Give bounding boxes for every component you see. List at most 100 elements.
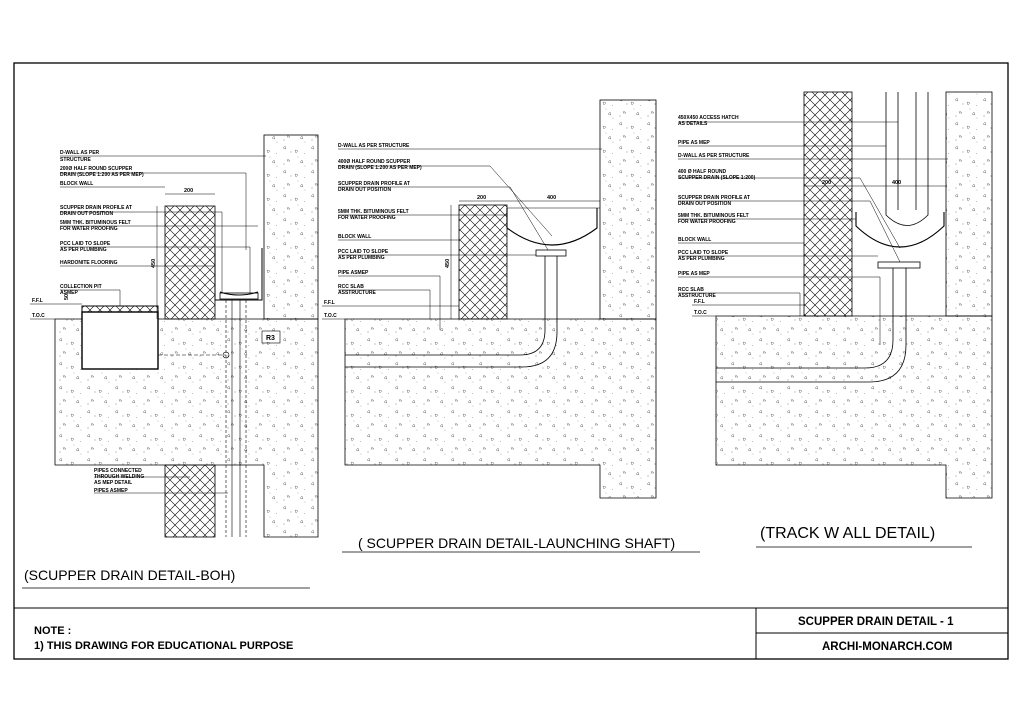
launch-label-felt: 5MM THK. BITUMINOUS FELT: [338, 209, 409, 215]
detail-track-wall: F.F.L T.O.C 200 400 450X450 ACCESS HATCH…: [678, 91, 993, 499]
caption-boh: (SCUPPER DRAIN DETAIL-BOH): [24, 567, 235, 583]
caption-launch: ( SCUPPER DRAIN DETAIL-LAUNCHING SHAFT): [358, 535, 675, 551]
boh-label-hardonite: HARDONITE FLOORING: [60, 260, 118, 266]
boh-label-pipes: PIPES CONNECTED: [94, 468, 142, 474]
launch-label-drain: 400Ø HALF ROUND SCUPPER: [338, 159, 411, 165]
boh-dim-width: 200: [184, 188, 193, 194]
boh-label-felt2: FOR WATER PROOFING: [60, 226, 118, 232]
sheet-border: [13, 62, 1009, 660]
boh-label-dwall: D-WALL AS PER: [60, 150, 100, 156]
boh-label-felt: 5MM THK. BITUMINOUS FELT: [60, 220, 131, 226]
track-leaders: [678, 121, 948, 345]
track-label-hatch: 450X450 ACCESS HATCH: [678, 115, 739, 121]
boh-drain-base: [219, 292, 259, 300]
track-label-pcc2: AS PER PLUMBING: [678, 256, 725, 262]
title-block-site: ARCHI-MONARCH.COM: [822, 641, 952, 653]
title-block-title: SCUPPER DRAIN DETAIL - 1: [798, 616, 954, 628]
launch-toc-label: T.O.C: [324, 313, 337, 319]
boh-r3-marker: [261, 330, 281, 344]
boh-dim-pit: 50: [64, 294, 70, 300]
launch-pipe: [345, 256, 546, 356]
launch-label-block: BLOCK WALL: [338, 234, 371, 240]
boh-label-pipes2: THROUGH WELDING: [94, 474, 144, 480]
launch-dim-a: 200: [477, 195, 486, 201]
boh-leaders: [60, 155, 266, 494]
detail-boh: R3 F.F.L T.O.C 200 450 50 D-WALL AS PER …: [30, 134, 319, 538]
note-line-1: 1) THIS DRAWING FOR EDUCATIONAL PURPOSE: [34, 640, 293, 652]
boh-label-dwall2: STRUCTURE: [60, 157, 91, 163]
boh-label-pipes4: PIPES ASMEP: [94, 488, 128, 494]
launch-ffl-label: F.F.L: [324, 300, 335, 306]
boh-label-pit: COLLECTION PIT: [60, 284, 102, 290]
track-drain-base: [877, 261, 921, 269]
boh-pit-grating: [81, 305, 159, 313]
track-label-block: BLOCK WALL: [678, 237, 711, 243]
boh-block-wall: [164, 205, 216, 320]
boh-label-pipes3: AS MEP DETAIL: [94, 480, 132, 486]
boh-label-drain2: DRAIN (SLOPE 1:200 AS PER MEP): [60, 172, 144, 178]
boh-r3-text: R3: [266, 335, 275, 342]
launch-dim-h: 450: [445, 259, 451, 268]
track-label-felt2: FOR WATER PROOFING: [678, 219, 736, 225]
launch-drain-base: [535, 249, 567, 257]
boh-pipe-joint: [222, 351, 230, 359]
track-pipe-mep: [885, 92, 929, 226]
track-label-rcc: RCC SLAB: [678, 287, 704, 293]
boh-label-pcc2: AS PER PLUMBING: [60, 247, 107, 253]
track-dwall: [945, 91, 993, 317]
launch-leaders: [338, 148, 602, 330]
caption-track: (TRACK W ALL DETAIL): [760, 525, 935, 542]
boh-label-profile: SCUPPER DRAIN PROFILE AT: [60, 205, 132, 211]
track-dim-b: 400: [892, 180, 901, 186]
track-label-pipe: PIPE AS MEP: [678, 271, 710, 277]
boh-dim-height: 450: [151, 259, 157, 268]
boh-label-drain: 200Ø HALF ROUND SCUPPER: [60, 166, 133, 172]
track-pipe: [716, 268, 894, 369]
track-dim-a: 200: [822, 180, 831, 186]
launch-slab: [344, 318, 657, 499]
launch-pipe: [345, 256, 558, 368]
boh-drain-channel: [214, 248, 263, 301]
detail-launching-shaft: F.F.L T.O.C 200 400 450 D-WALL AS PER ST…: [322, 99, 657, 499]
launch-label-pcc2: AS PER PLUMBING: [338, 255, 385, 261]
track-drain-channel: [855, 212, 945, 248]
track-pipe: [716, 268, 907, 383]
boh-drain-profile: [219, 291, 259, 296]
track-label-pcc: PCC LAID TO SLOPE: [678, 250, 729, 256]
track-label-profile: SCUPPER DRAIN PROFILE AT: [678, 195, 750, 201]
launch-dwall: [599, 99, 657, 320]
track-label-dwall: D-WALL AS PER STRUCTURE: [678, 153, 750, 159]
track-label-felt: 5MM THK. BITUMINOUS FELT: [678, 213, 749, 219]
launch-label-drain2: DRAIN (SLOPE 1:200 AS PER MEP): [338, 165, 422, 171]
launch-label-pipe: PIPE ASMEP: [338, 270, 369, 276]
track-label-hatch2: AS DETAILS: [678, 121, 708, 127]
track-block-wall: [803, 91, 853, 317]
launch-label-pcc: PCC LAID TO SLOPE: [338, 249, 389, 255]
track-slab: [715, 315, 993, 499]
launch-label-felt2: FOR WATER PROOFING: [338, 215, 396, 221]
track-label-drain: 400 Ø HALF ROUND: [678, 169, 726, 175]
launch-dim-b: 400: [547, 195, 556, 201]
track-label-pipe-mep: PIPE AS MEP: [678, 140, 710, 146]
track-ffl-label: F.F.L: [694, 299, 705, 305]
launch-drain-channel: [506, 208, 598, 246]
boh-dwall: [263, 134, 319, 320]
boh-label-profile2: DRAIN OUT POSITION: [60, 211, 113, 217]
track-toc-label: T.O.C: [694, 310, 707, 316]
launch-label-rcc: RCC SLAB: [338, 284, 364, 290]
note-heading: NOTE :: [34, 625, 71, 637]
boh-label-pit2: ASMEP: [60, 290, 78, 296]
launch-label-profile2: DRAIN OUT POSITION: [338, 187, 391, 193]
launch-label-dwall: D-WALL AS PER STRUCTURE: [338, 143, 410, 149]
boh-label-block: BLOCK WALL: [60, 181, 93, 187]
boh-label-pcc: PCC LAID TO SLOPE: [60, 241, 111, 247]
launch-label-rcc2: ASSTRUCTURE: [338, 290, 376, 296]
boh-toc-label: T.O.C: [32, 313, 45, 319]
boh-ffl-label: F.F.L: [32, 298, 43, 304]
track-label-drain2: SCUPPER DRAIN (SLOPE 1:200): [678, 175, 756, 181]
launch-block-wall: [458, 204, 508, 320]
track-label-rcc2: ASSTRUCTURE: [678, 293, 716, 299]
launch-label-profile: SCUPPER DRAIN PROFILE AT: [338, 181, 410, 187]
boh-block-wall-lower: [164, 464, 216, 538]
